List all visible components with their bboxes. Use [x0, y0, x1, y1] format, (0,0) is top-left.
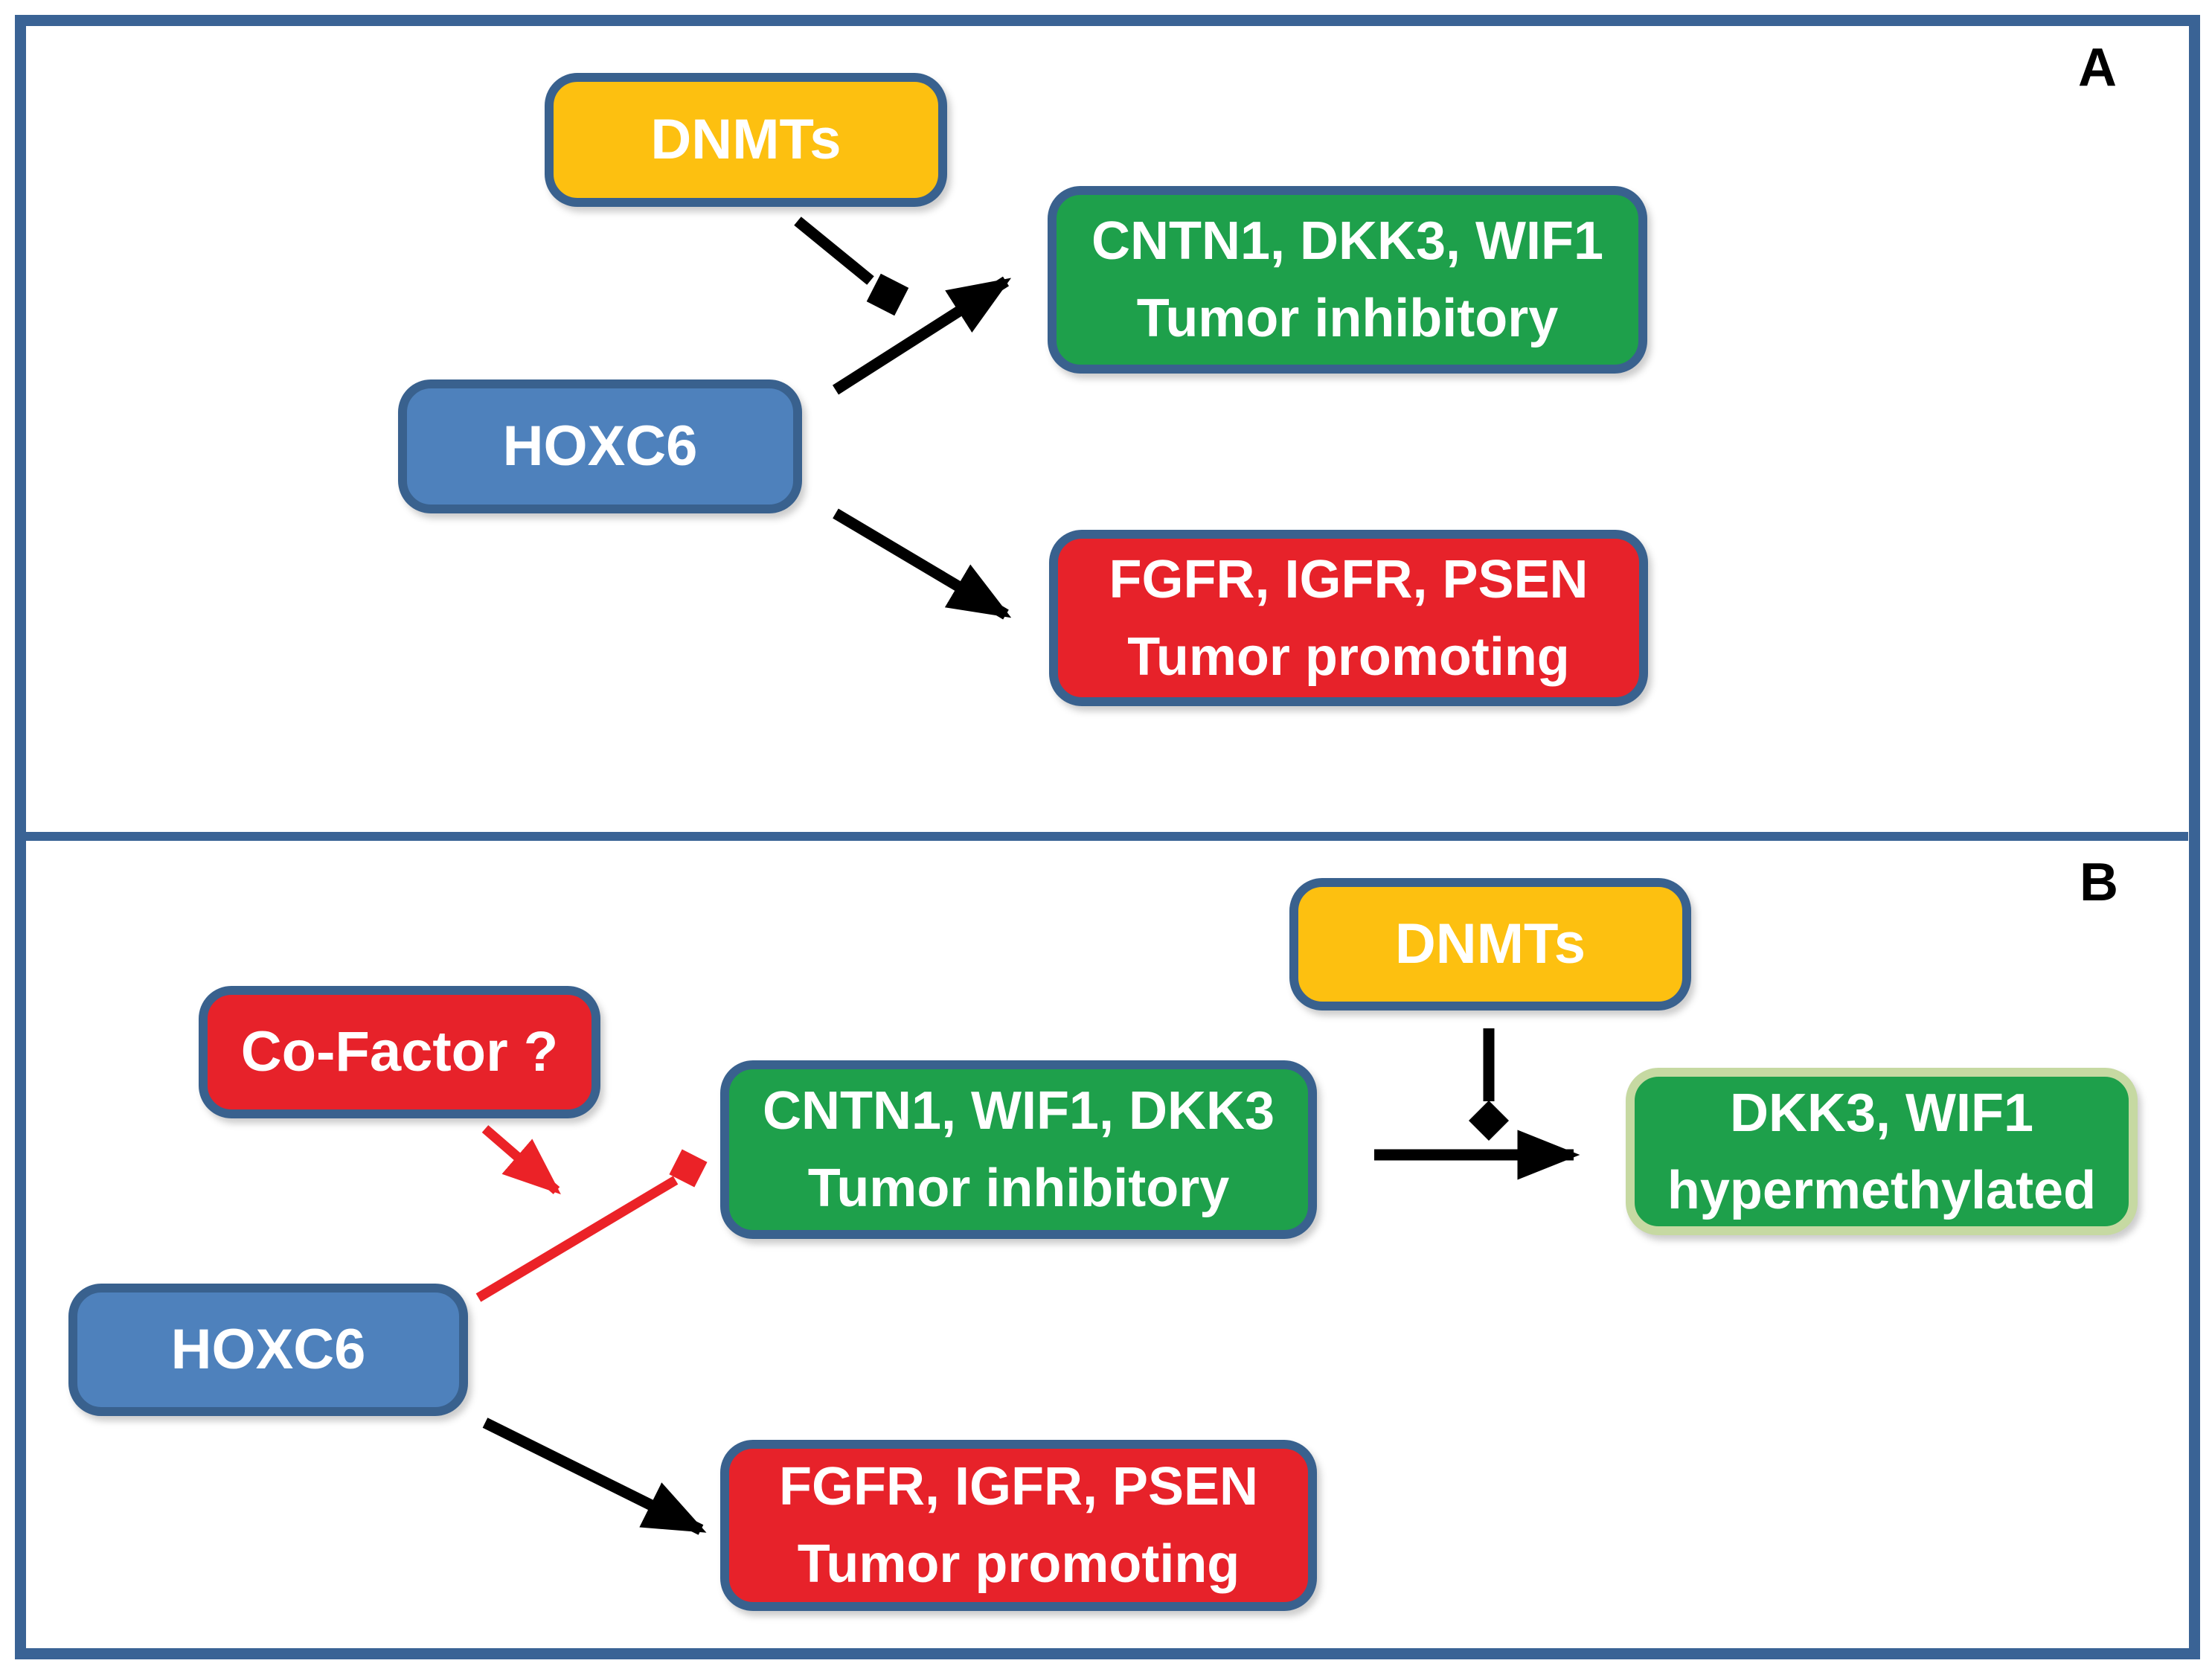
gene-role: Tumor inhibitory [807, 1159, 1230, 1218]
inhibition-square-icon [669, 1149, 708, 1188]
hoxc6-label: HOXC6 [502, 414, 698, 478]
panel-b-hypermethylated-box: DKK3, WIF1 hypermethylated [1626, 1068, 2138, 1235]
gene-role: Tumor inhibitory [1136, 289, 1559, 348]
gene-list: CNTN1, WIF1, DKK3 [762, 1081, 1275, 1141]
gene-list: FGFR, IGFR, PSEN [778, 1457, 1259, 1516]
panel-b-cofactor-box: Co-Factor ? [199, 986, 600, 1118]
red-inhibition-connector-hoxc6-b [475, 1149, 708, 1302]
activation-arrow-hoxc6-to-promoting-a [833, 508, 1012, 620]
gene-list: FGFR, IGFR, PSEN [1109, 549, 1589, 609]
activation-arrow-hoxc6-to-inhibitory-a [832, 276, 1012, 395]
panel-b-tumor-inhibitory-box: CNTN1, WIF1, DKK3 Tumor inhibitory [720, 1060, 1317, 1239]
dnmts-methylation-connector [1469, 1028, 1509, 1141]
inhibition-square-icon [866, 273, 909, 316]
gene-role: Tumor promoting [797, 1534, 1240, 1594]
gene-state: hypermethylated [1667, 1160, 2097, 1220]
cofactor-label: Co-Factor ? [240, 1020, 559, 1083]
panel-divider [25, 832, 2188, 841]
panel-a-hoxc6-box: HOXC6 [398, 379, 802, 513]
hoxc6-label: HOXC6 [170, 1318, 366, 1381]
panel-a-dnmts-box: DNMTs [545, 73, 947, 207]
panel-b-dnmts-box: DNMTs [1289, 878, 1691, 1010]
panel-a-tumor-inhibitory-box: CNTN1, DKK3, WIF1 Tumor inhibitory [1048, 186, 1647, 374]
gene-list: DKK3, WIF1 [1729, 1083, 2034, 1143]
dnmts-label: DNMTs [650, 108, 841, 171]
panel-b-label: B [2080, 853, 2118, 912]
inhibition-connector-dnmts-a [794, 217, 909, 316]
gene-role: Tumor promoting [1127, 627, 1570, 687]
red-arrow-cofactor [481, 1125, 561, 1195]
outer-frame [15, 15, 2200, 1659]
panel-a-tumor-promoting-box: FGFR, IGFR, PSEN Tumor promoting [1049, 530, 1648, 706]
panel-b-hoxc6-box: HOXC6 [68, 1284, 468, 1416]
dnmts-label: DNMTs [1394, 912, 1586, 976]
gene-list: CNTN1, DKK3, WIF1 [1091, 211, 1604, 271]
diamond-icon [1469, 1101, 1509, 1141]
activation-arrow-hoxc6-to-promoting-b [482, 1418, 707, 1535]
panel-b-tumor-promoting-box: FGFR, IGFR, PSEN Tumor promoting [720, 1440, 1317, 1611]
panel-a-label: A [2078, 38, 2117, 97]
